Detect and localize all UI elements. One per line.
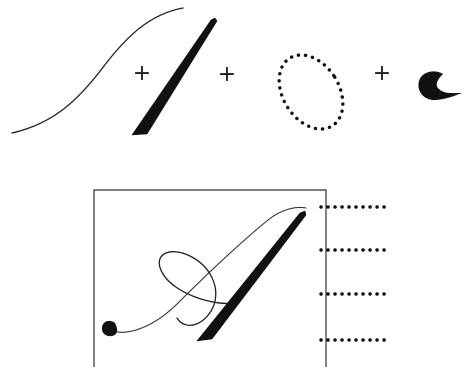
component-row: + + + (12, 8, 462, 141)
letter-ink-dot (102, 321, 117, 336)
composed-letter-panel (94, 190, 390, 367)
ink-dot-terminal-icon (418, 71, 462, 100)
letter-thick-stroke (197, 211, 306, 341)
guide-lines (321, 207, 390, 340)
script-letter-a-icon (102, 207, 306, 341)
plus-sign-2: + (218, 62, 236, 87)
plus-sign-1: + (133, 61, 151, 86)
dotted-oval-loop-icon (266, 43, 356, 141)
letter-frame (94, 190, 326, 367)
plus-sign-3: + (373, 61, 391, 86)
letter-hairline-stroke (106, 207, 306, 332)
